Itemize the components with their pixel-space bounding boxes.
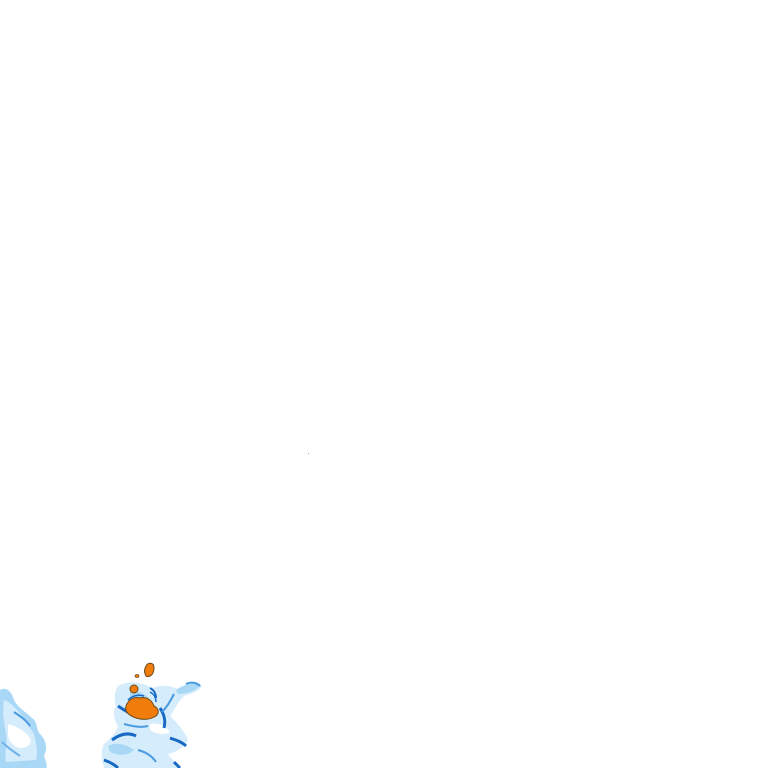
orange-hotspot-north [144,662,155,677]
orange-hotspot-speck [134,674,140,678]
orange-hotspot-small [129,684,139,694]
map-speck [308,453,309,454]
south-center-blue-region [101,681,202,768]
orange-hotspot-main [125,697,159,720]
orange-hotspots [125,662,159,720]
west-edge-blue-region [0,688,47,768]
